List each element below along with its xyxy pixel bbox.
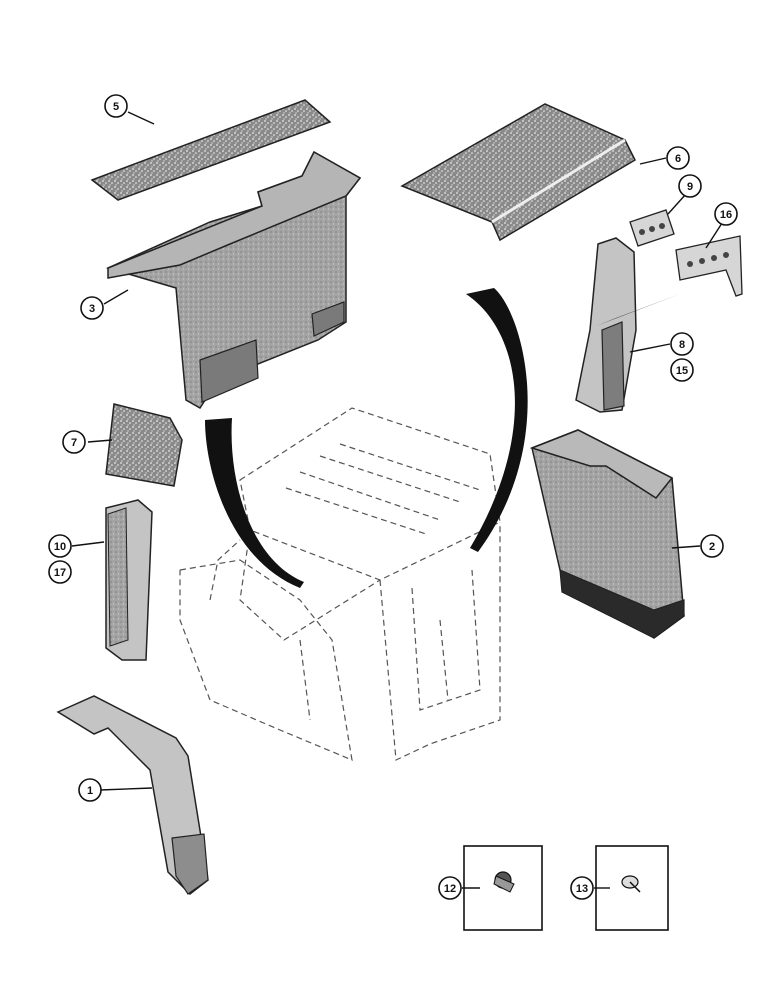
callout-1: 1 bbox=[78, 778, 102, 802]
callout-5-label: 5 bbox=[113, 101, 119, 113]
cab-frame-outline bbox=[179, 407, 501, 761]
callout-15-label: 15 bbox=[676, 365, 688, 377]
callout-10: 10 bbox=[48, 534, 72, 558]
callout-16: 16 bbox=[714, 202, 738, 226]
callout-1-label: 1 bbox=[87, 785, 93, 797]
callout-8: 8 bbox=[670, 332, 694, 356]
callout-3: 3 bbox=[80, 296, 104, 320]
callout-7: 7 bbox=[62, 430, 86, 454]
callout-17: 17 bbox=[48, 560, 72, 584]
callout-13-label: 13 bbox=[576, 883, 588, 895]
part-1-lower-pillar-trim bbox=[56, 695, 209, 895]
callout-8-label: 8 bbox=[679, 339, 685, 351]
install-arrow-left bbox=[205, 418, 304, 588]
callout-12-label: 12 bbox=[444, 883, 456, 895]
callout-3-label: 3 bbox=[89, 303, 95, 315]
callout-7-label: 7 bbox=[71, 437, 77, 449]
callout-2: 2 bbox=[700, 534, 724, 558]
callout-17-label: 17 bbox=[54, 567, 66, 579]
callout-2-label: 2 bbox=[709, 541, 715, 553]
callout-10-label: 10 bbox=[54, 541, 66, 553]
part-7-foam-pad bbox=[105, 403, 183, 487]
part-8-right-pillar-trim bbox=[575, 237, 680, 413]
callout-5: 5 bbox=[104, 94, 128, 118]
callout-6: 6 bbox=[666, 146, 690, 170]
callout-12: 12 bbox=[438, 876, 462, 900]
part-5-headliner-foam bbox=[90, 99, 332, 201]
callout-9-label: 9 bbox=[687, 181, 693, 193]
part-2-side-panel bbox=[529, 429, 685, 639]
callout-6-label: 6 bbox=[675, 153, 681, 165]
callout-13: 13 bbox=[570, 876, 594, 900]
callout-15: 15 bbox=[670, 358, 694, 382]
part-16-clip-strip bbox=[675, 235, 743, 297]
part-10-left-pillar-trim bbox=[105, 499, 153, 661]
install-arrow-right bbox=[466, 288, 528, 552]
callout-9: 9 bbox=[678, 174, 702, 198]
callout-16-label: 16 bbox=[720, 209, 732, 221]
part-3-rear-panel bbox=[105, 150, 362, 410]
part-6-roof-cover bbox=[400, 103, 636, 242]
part-9-clip-strip bbox=[629, 209, 675, 247]
